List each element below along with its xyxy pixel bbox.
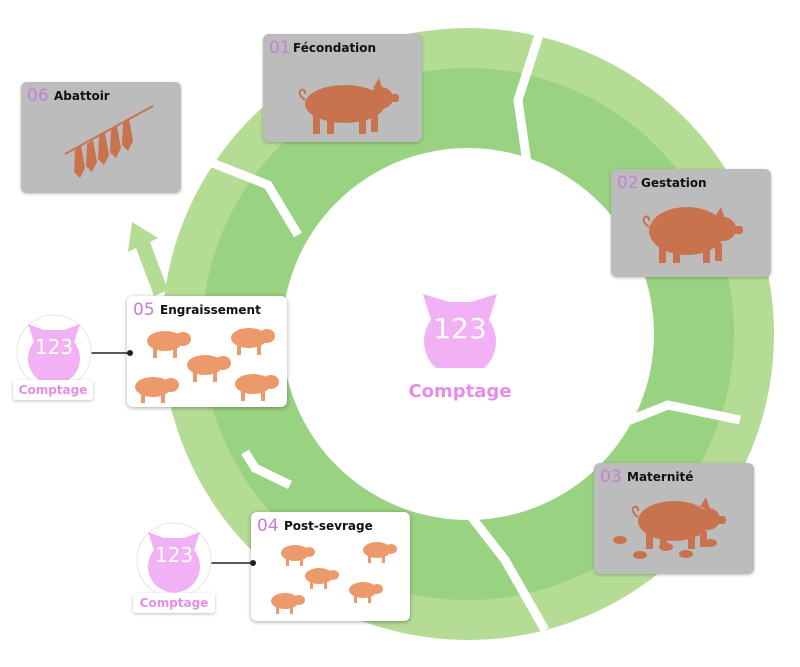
stage-card-maternite: 03 Maternité bbox=[594, 463, 754, 574]
counter-badge-icon bbox=[16, 314, 92, 390]
pregnant-sow-icon bbox=[642, 207, 743, 263]
fattening-pigs-icon bbox=[135, 328, 279, 403]
stage-number: 04 bbox=[257, 516, 279, 536]
stage-title: Gestation bbox=[641, 176, 707, 190]
stage-title: Abattoir bbox=[54, 89, 110, 103]
stage-card-gestation: 02 Gestation bbox=[611, 169, 771, 277]
stage-card-engraissement: 05 Engraissement bbox=[127, 296, 287, 407]
stage-title: Post-sevrage bbox=[284, 519, 373, 533]
stage-card-abattoir: 06 Abattoir bbox=[21, 82, 181, 193]
stage-number: 02 bbox=[617, 173, 639, 193]
center-counter-icon bbox=[423, 294, 497, 368]
stage-card-fecondation: 01 Fécondation bbox=[263, 34, 422, 142]
stage-title: Maternité bbox=[627, 470, 694, 484]
center-counter-number: 123 bbox=[433, 312, 487, 345]
carcass-rail-icon bbox=[64, 105, 154, 178]
counter-number: 123 bbox=[34, 335, 74, 359]
stage-number: 03 bbox=[600, 467, 622, 487]
counter-label: Comptage bbox=[133, 593, 215, 613]
counter-number: 123 bbox=[154, 543, 194, 567]
stage-card-post-sevrage: 04 Post-sevrage bbox=[251, 512, 410, 621]
weaned-piglets-icon bbox=[271, 542, 397, 614]
sow-with-piglets-icon bbox=[613, 497, 726, 559]
stage-title: Fécondation bbox=[293, 41, 377, 55]
stage-number: 06 bbox=[27, 86, 49, 106]
pig-icon bbox=[298, 78, 399, 134]
stage-number: 05 bbox=[133, 300, 155, 320]
stage-title: Engraissement bbox=[160, 303, 261, 317]
counter-label: Comptage bbox=[13, 380, 93, 400]
stage-number: 01 bbox=[269, 38, 291, 58]
center-counter-label: Comptage bbox=[408, 381, 512, 402]
exit-arrow bbox=[128, 222, 168, 296]
